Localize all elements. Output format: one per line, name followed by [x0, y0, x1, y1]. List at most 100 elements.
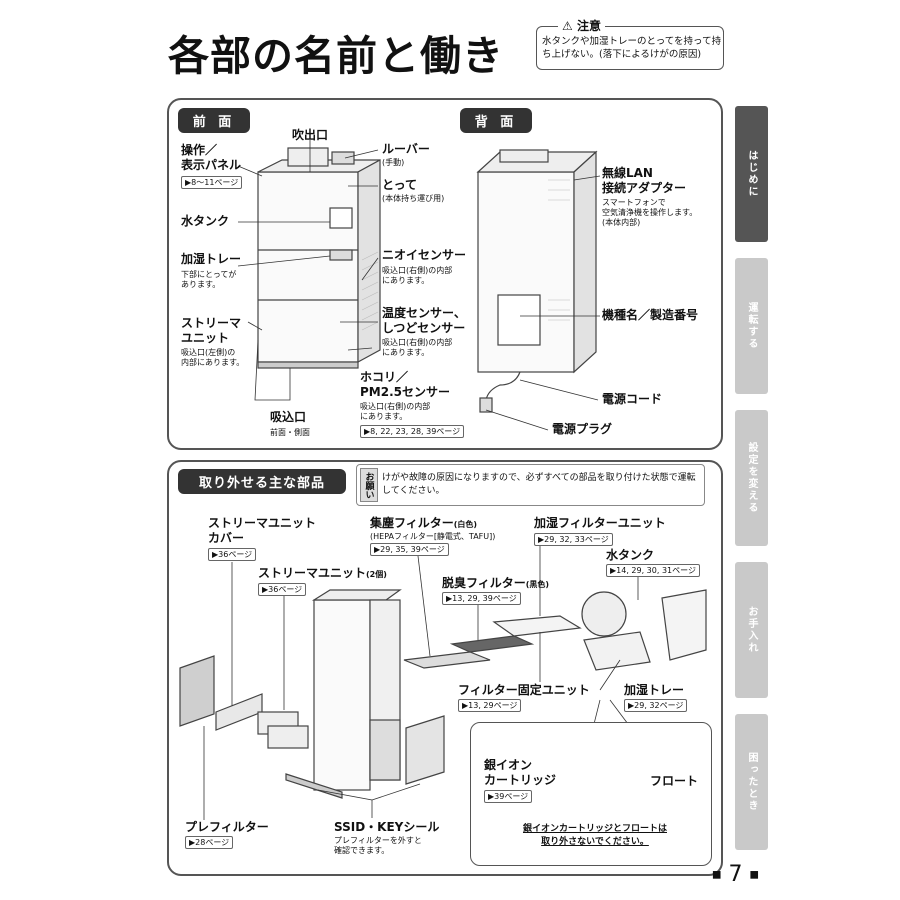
label-dust-sensor-sub-2: にあります。 [360, 412, 408, 421]
parts-main-unit-drawing [311, 589, 402, 791]
label-handle-sub: (本体持ち運び用) [382, 194, 445, 203]
label-silver-2: カートリッジ [484, 773, 557, 787]
streamer-cover-drawing [215, 693, 263, 731]
front-heading: 前 面 [178, 108, 250, 133]
label-water-tank: 水タンク [181, 214, 230, 228]
label-deodor-color: (黒色) [525, 580, 550, 589]
label-plug: 電源プラグ [552, 422, 613, 436]
ref-humid-filter[interactable]: ▶29, 32, 33ページ [534, 533, 613, 546]
label-control-panel-2: 表示パネル [181, 158, 242, 172]
ref-water-tank[interactable]: ▶14, 29, 30, 31ページ [606, 564, 700, 577]
label-humid-filter-unit: 加湿フィルターユニット [534, 516, 666, 530]
label-float: フロート [650, 774, 699, 788]
label-temp-sensor-sub-1: 吸込口(右側)の内部 [382, 338, 453, 347]
inset-note-1: 銀イオンカートリッジとフロートは [522, 824, 667, 834]
prefilter-right-drawing [405, 715, 445, 785]
notice-tag: お願い [360, 468, 378, 502]
label-streamer-unit: ストリーマユニット(2個) [258, 566, 387, 581]
notice-text: けがや故障の原因になりますので、必ずすべての部品を取り付けた状態で運転してくださ… [382, 473, 696, 496]
caution-heading-text: 注意 [576, 19, 601, 33]
hepa-drawing [403, 651, 491, 669]
ref-dust-sensor[interactable]: ▶8, 22, 23, 28, 39ページ [360, 425, 465, 438]
ref-filter-fixing[interactable]: ▶13, 29ページ [458, 699, 522, 712]
label-hepa: 集塵フィルター(白色) [370, 516, 477, 531]
back-unit-drawing [476, 149, 598, 413]
label-wlan-1: 無線LAN [602, 166, 653, 180]
label-temp-sensor-1: 温度センサー、 [382, 306, 466, 320]
square-bullet-left-icon: ■ [712, 869, 722, 881]
label-control-panel-1: 操作／ [181, 143, 218, 157]
caution-text: 水タンクや加湿トレーのとってを持って持ち上げない。(落下によるけがの原因) [542, 36, 722, 60]
label-louver: ルーバー [382, 142, 430, 156]
label-hepa-sub: (HEPAフィルター[静電式、TAFU]) [370, 532, 496, 541]
label-dust-sensor-sub-1: 吸込口(右側)の内部 [360, 402, 431, 411]
front-leader-lines [237, 140, 379, 401]
label-wlan-sub-3: (本体内部) [602, 218, 641, 227]
caution-box [536, 26, 724, 70]
ref-silver[interactable]: ▶39ページ [484, 790, 533, 803]
label-humid-tray-sub-2: あります。 [181, 280, 221, 289]
notice-box [356, 464, 705, 506]
ref-streamer-unit[interactable]: ▶36ページ [258, 583, 307, 596]
filter-fixing-drawing [492, 615, 582, 637]
label-dust-sensor-2: PM2.5センサー [360, 385, 450, 399]
label-odor-sensor-sub-1: 吸込口(右側)の内部 [382, 266, 453, 275]
warning-icon: ⚠ [562, 19, 573, 33]
ref-humid-tray[interactable]: ▶29, 32ページ [624, 699, 688, 712]
label-outlet: 吹出口 [292, 128, 329, 142]
label-odor-sensor-sub-2: にあります。 [382, 276, 430, 285]
page-number: ■ 7 ■ [712, 862, 759, 887]
label-louver-sub: (手動) [382, 158, 405, 167]
ref-prefilter[interactable]: ▶28ページ [185, 836, 234, 849]
label-streamer-cover-1: ストリーマユニット [208, 516, 317, 530]
square-bullet-right-icon: ■ [749, 869, 759, 881]
label-temp-sensor-2: しつどセンサー [382, 321, 466, 335]
label-filter-fixing: フィルター固定ユニット [458, 683, 590, 697]
inset-note-2: 取り外さないでください。 [541, 837, 649, 847]
label-streamer-unit-count: (2個) [366, 570, 387, 579]
label-hepa-text: 集塵フィルター [370, 516, 454, 530]
label-wlan-sub-1: スマートフォンで [602, 198, 666, 207]
label-ssid-sub-2: 確認できます。 [334, 846, 390, 855]
back-heading: 背 面 [460, 108, 532, 133]
label-parts-water-tank: 水タンク [606, 548, 655, 562]
humid-tray-drawing [583, 631, 651, 671]
humid-filter-drawing [581, 591, 627, 637]
label-inlet: 吸込口 [270, 410, 307, 424]
tab-introduction[interactable]: はじめに [735, 106, 768, 242]
label-streamer-unit-2: ユニット [181, 331, 230, 345]
ref-control-panel[interactable]: ▶8～11ページ [181, 176, 243, 189]
tab-operation[interactable]: 運転する [735, 258, 768, 394]
label-streamer-unit-1: ストリーマ [181, 316, 242, 330]
ref-streamer-cover[interactable]: ▶36ページ [208, 548, 257, 561]
label-streamer-sub-1: 吸込口(左側)の [181, 348, 236, 357]
label-ssid-sub-1: プレフィルターを外すと [334, 836, 422, 845]
page-title: 各部の名前と働き [168, 32, 504, 80]
page-number-text: 7 [728, 862, 743, 887]
label-cord: 電源コード [602, 392, 663, 406]
tab-settings[interactable]: 設定を変える [735, 410, 768, 546]
label-streamer-sub-2: 内部にあります。 [181, 358, 245, 367]
inset-note: 銀イオンカートリッジとフロートは 取り外さないでください。 [500, 823, 690, 849]
label-streamer-cover-2: カバー [208, 531, 245, 545]
tab-troubleshooting[interactable]: 困ったとき [735, 714, 768, 850]
parts-heading: 取り外せる主な部品 [178, 469, 346, 494]
label-deodor-text: 脱臭フィルター [442, 576, 526, 590]
label-handle: とって [382, 178, 418, 192]
label-wlan-2: 接続アダプター [602, 181, 687, 195]
label-silver-1: 銀イオン [484, 758, 533, 772]
label-ssid: SSID・KEYシール [334, 820, 440, 834]
ref-hepa[interactable]: ▶29, 35, 39ページ [370, 543, 449, 556]
label-odor-sensor: ニオイセンサー [382, 248, 467, 262]
label-model: 機種名／製造番号 [602, 308, 699, 322]
ref-deodor[interactable]: ▶13, 29, 39ページ [442, 592, 521, 605]
label-streamer-unit-text: ストリーマユニット [258, 566, 367, 580]
deodor-filter-drawing [449, 635, 535, 653]
tab-maintenance[interactable]: お手入れ [735, 562, 768, 698]
back-leader-lines [485, 175, 601, 431]
label-humid-tray-sub-1: 下部にとってが [181, 270, 237, 279]
label-temp-sensor-sub-2: にあります。 [382, 348, 430, 357]
prefilter-drawing [179, 655, 215, 727]
label-wlan-sub-2: 空気清浄機を操作します。 [602, 208, 698, 217]
